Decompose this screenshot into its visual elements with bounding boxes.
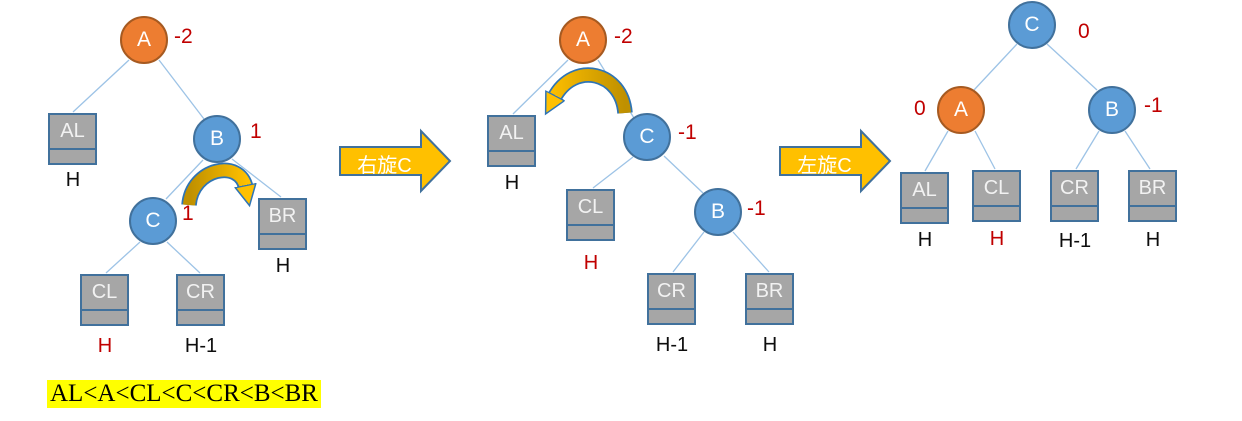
rotation-arc-arrow-right: [181, 162, 246, 205]
tree2-leaf-CL: CL: [566, 189, 615, 241]
tree3-leaf-CR: CR: [1050, 170, 1099, 222]
tree2-leaf-BR: BR: [745, 273, 794, 325]
tree2-height-BR: H: [762, 334, 778, 356]
leaf-label: CL: [983, 177, 1010, 199]
tree2-leaf-AL: AL: [487, 115, 536, 167]
tree3-height-AL: H: [917, 229, 933, 251]
tree3-node-B: B: [1088, 86, 1136, 134]
tree3-height-BR: H: [1145, 229, 1161, 251]
tree1-height-CR: H-1: [184, 335, 218, 357]
transition-arrow-right-rotate: [339, 128, 452, 194]
tree2-leaf-CR: CR: [647, 273, 696, 325]
leaf-height-strip: [260, 233, 305, 248]
key-order-formula: AL<A<CL<C<CR<B<BR: [47, 380, 321, 408]
tree1-balance-C: 1: [182, 202, 194, 225]
tree1-node-C: C: [129, 197, 177, 245]
tree3-balance-A: 0: [914, 97, 926, 120]
edge-C-A: [973, 43, 1018, 91]
edge-B-BR: [1124, 130, 1151, 170]
leaf-height-strip: [1052, 205, 1097, 220]
edge-C-CL: [105, 241, 141, 274]
tree3-node-C: C: [1008, 1, 1056, 49]
tree2-node-B: B: [694, 188, 742, 236]
edge-A-B: [158, 59, 205, 120]
tree1-edges: [72, 59, 282, 274]
leaf-label: CL: [91, 281, 118, 303]
tree3-balance-B: -1: [1144, 94, 1163, 117]
tree2-height-CR: H-1: [655, 334, 689, 356]
leaf-label: AL: [499, 122, 524, 144]
leaf-label: AL: [60, 120, 85, 142]
tree3-height-CL: H: [989, 228, 1005, 250]
leaf-height-strip: [902, 207, 947, 222]
tree1-node-B: B: [193, 115, 241, 163]
leaf-label: CR: [186, 281, 215, 303]
leaf-label: BR: [755, 280, 784, 302]
edge-A-AL: [512, 59, 569, 115]
tree1-leaf-CR: CR: [176, 274, 225, 326]
transition-arrow-label-left-rotate: 左旋C: [797, 155, 852, 177]
tree1-height-AL: H: [65, 169, 81, 191]
edge-B-CR: [1075, 130, 1100, 170]
rotation-arc-arrow-left: [554, 67, 633, 113]
tree3-edges: [924, 43, 1151, 172]
tree2-node-A: A: [559, 16, 607, 64]
leaf-label: BR: [1138, 177, 1167, 199]
leaf-label: CR: [1060, 177, 1089, 199]
leaf-label: BR: [268, 205, 297, 227]
edge-A-AL: [924, 130, 949, 172]
tree2-balance-A: -2: [614, 25, 633, 48]
leaf-height-strip: [1130, 205, 1175, 220]
tree1-leaf-CL: CL: [80, 274, 129, 326]
tree1-balance-A: -2: [174, 25, 193, 48]
transition-arrow-left-rotate: [779, 128, 892, 194]
leaf-label: CL: [577, 196, 604, 218]
tree1-leaf-AL: AL: [48, 113, 97, 165]
edge-B-CR: [672, 231, 705, 273]
tree2-height-AL: H: [504, 172, 520, 194]
tree2-node-C: C: [623, 113, 671, 161]
leaf-height-strip: [489, 150, 534, 165]
leaf-height-strip: [568, 224, 613, 239]
edge-B-C: [165, 159, 204, 200]
tree3-height-CR: H-1: [1058, 230, 1092, 252]
tree1-height-BR: H: [275, 255, 291, 277]
tree2-balance-C: -1: [678, 121, 697, 144]
leaf-height-strip: [178, 309, 223, 324]
leaf-height-strip: [747, 308, 792, 323]
tree2-balance-B: -1: [747, 197, 766, 220]
tree1-node-A: A: [120, 16, 168, 64]
rotation-arc-body: [554, 69, 631, 113]
tree1-balance-B: 1: [250, 120, 262, 143]
leaf-label: CR: [657, 280, 686, 302]
tree3-balance-C: 0: [1078, 20, 1090, 43]
tree3-leaf-CL: CL: [972, 170, 1021, 222]
tree3-node-A: A: [937, 86, 985, 134]
leaf-height-strip: [974, 205, 1019, 220]
tree1-height-CL: H: [97, 335, 113, 357]
edge-C-B: [1046, 43, 1098, 91]
edge-A-CL: [974, 130, 996, 170]
leaf-height-strip: [649, 308, 694, 323]
transition-arrow-label-right-rotate: 右旋C: [357, 155, 412, 177]
tree3-leaf-BR: BR: [1128, 170, 1177, 222]
edge-B-BR: [231, 158, 282, 198]
leaf-height-strip: [82, 309, 127, 324]
edge-C-CL: [592, 156, 634, 189]
leaf-label: AL: [912, 179, 937, 201]
tree1-leaf-BR: BR: [258, 198, 307, 250]
tree3-leaf-AL: AL: [900, 172, 949, 224]
edge-A-AL: [72, 59, 130, 113]
edge-B-BR: [732, 231, 770, 273]
edge-C-B: [663, 155, 704, 194]
tree2-height-CL: H: [583, 252, 599, 274]
leaf-height-strip: [50, 148, 95, 163]
rotation-arc-body: [183, 164, 246, 205]
edge-C-CR: [166, 241, 201, 274]
